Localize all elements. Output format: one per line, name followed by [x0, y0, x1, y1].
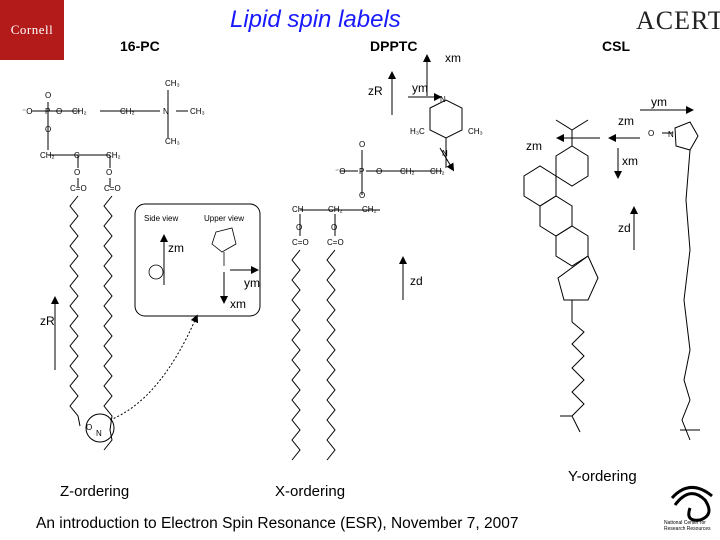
label-csl: CSL: [602, 38, 630, 54]
ym-label-csl: ym: [651, 95, 667, 109]
label-z-ordering: Z-ordering: [60, 483, 130, 500]
svg-text:CH₃: CH₃: [165, 137, 180, 146]
svg-text:O: O: [331, 223, 337, 232]
svg-text:O: O: [106, 168, 112, 177]
pc-chain-2: [103, 195, 113, 451]
svg-text:O: O: [56, 107, 62, 116]
ym-label-dpptc: ym: [412, 81, 428, 95]
svg-text:O: O: [296, 223, 302, 232]
dpptc-chain-1: [291, 249, 301, 461]
svg-text:O: O: [74, 168, 80, 177]
footer-text: An introduction to Electron Spin Resonan…: [36, 515, 519, 532]
svg-text:O: O: [359, 140, 365, 149]
svg-text:P: P: [45, 107, 50, 116]
pc-label-circle: [85, 413, 115, 443]
svg-text:C=O: C=O: [327, 238, 344, 247]
zr-label-dpptc: zR: [368, 84, 383, 98]
svg-text:O: O: [359, 191, 365, 200]
svg-text:C=O: C=O: [104, 184, 121, 193]
csl-right-structure: [662, 121, 700, 441]
svg-text:⁻O: ⁻O: [22, 107, 32, 116]
svg-text:N: N: [442, 149, 448, 158]
ncrr-logo-text: National Center for Research Resources: [664, 520, 711, 532]
svg-text:N: N: [96, 429, 102, 438]
pc-atom-labels: O ⁻O P O CH₂ CH₂ CH₃ N CH₃ CH₃ O CH₂ C C…: [22, 79, 205, 193]
acert-logo: ACERT: [636, 6, 720, 35]
inset-side-view: Side view: [144, 214, 178, 223]
svg-text:CH₂: CH₂: [106, 151, 121, 160]
svg-text:H₃C: H₃C: [410, 127, 425, 136]
svg-text:O: O: [45, 91, 51, 100]
zr-label-pc: zR: [40, 314, 55, 328]
svg-text:O: O: [376, 167, 382, 176]
xm-label-inset: xm: [230, 297, 246, 311]
dpptc-headgroup: [299, 99, 463, 236]
csl-steroid: [523, 119, 599, 433]
inset-connector: [109, 314, 199, 421]
xm-label-csl: xm: [622, 154, 638, 168]
svg-text:CH: CH: [292, 205, 304, 214]
zm-label-csl-right: zm: [618, 114, 634, 128]
pc-headgroup: [32, 90, 188, 187]
svg-text:CH₂: CH₂: [362, 205, 377, 214]
svg-text:C=O: C=O: [292, 238, 309, 247]
svg-text:N: N: [163, 107, 169, 116]
svg-text:CH₂: CH₂: [72, 107, 87, 116]
svg-text:CH₃: CH₃: [468, 127, 483, 136]
svg-text:C=O: C=O: [70, 184, 87, 193]
svg-text:CH₂: CH₂: [430, 167, 445, 176]
cornell-logo-text: Cornell: [10, 22, 54, 37]
slide-title: Lipid spin labels: [230, 6, 401, 33]
svg-text:⁻O: ⁻O: [335, 167, 345, 176]
svg-text:C: C: [74, 151, 80, 160]
svg-text:CH₂: CH₂: [40, 151, 55, 160]
ym-label-inset: ym: [244, 276, 260, 290]
svg-text:N: N: [668, 130, 674, 139]
ncrr-logo-mark: [670, 486, 713, 522]
zm-label-inset: zm: [168, 241, 184, 255]
label-dpptc: DPPTC: [370, 38, 418, 54]
svg-text:CH₃: CH₃: [190, 107, 205, 116]
svg-text:CH₂: CH₂: [400, 167, 415, 176]
svg-text:O: O: [86, 423, 92, 432]
dpptc-chain-2: [326, 249, 336, 461]
zd-label-dpptc: zd: [410, 274, 423, 288]
label-y-ordering: Y-ordering: [568, 468, 637, 485]
zd-label-csl: zd: [618, 221, 631, 235]
dpptc-atom-labels: N H₃C CH₃ N O ⁻O P O CH₂ CH₂ O CH CH₂ CH…: [292, 95, 483, 247]
svg-text:N: N: [440, 95, 446, 104]
svg-text:P: P: [359, 167, 364, 176]
svg-text:CH₂: CH₂: [120, 107, 135, 116]
svg-text:CH₃: CH₃: [165, 79, 180, 88]
zm-label-csl-left: zm: [526, 139, 542, 153]
svg-text:O: O: [45, 125, 51, 134]
svg-text:O: O: [648, 129, 654, 138]
pc-chain-1: [69, 195, 81, 427]
xm-label-dpptc: xm: [445, 51, 461, 65]
svg-text:CH₂: CH₂: [328, 205, 343, 214]
label-16pc: 16-PC: [120, 38, 160, 54]
cornell-logo: Cornell: [0, 0, 64, 60]
inset-upper-view: Upper view: [204, 214, 244, 223]
label-x-ordering: X-ordering: [275, 483, 346, 500]
